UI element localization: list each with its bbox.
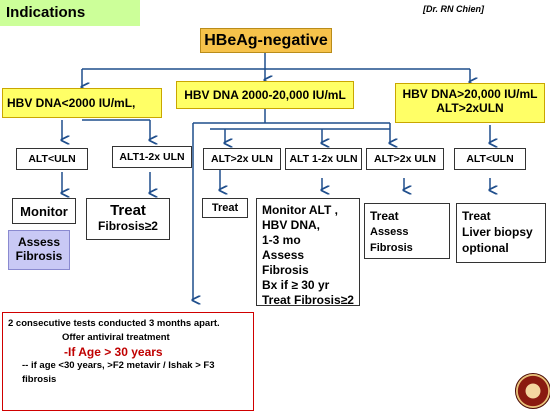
red-note-line4: -- if age <30 years, >F2 metavir / Ishak… — [22, 360, 215, 371]
credit-label: [Dr. RN Chien] — [423, 4, 485, 14]
treat-assess-line3: Fibrosis — [370, 242, 413, 254]
monitor-alt-line6: Treat Fibrosis≥2 — [262, 293, 354, 307]
alt-lt-uln-1: ALT<ULN — [16, 148, 88, 170]
monitor-alt-line5: Bx if ≥ 30 yr — [262, 278, 330, 292]
branch-hbv-2000-20000: HBV DNA 2000-20,000 IU/mL — [176, 81, 354, 109]
monitor-alt-line4: Assess Fibrosis — [262, 248, 309, 277]
treat-assess-line1: Treat — [370, 209, 399, 223]
red-note-line5: fibrosis — [22, 374, 57, 385]
alt-lt-uln-2: ALT<ULN — [454, 148, 526, 170]
assess-fibrosis-line2: Fibrosis — [15, 249, 63, 263]
assess-fibrosis-line1: Assess — [17, 235, 61, 249]
university-emblem-icon — [515, 373, 550, 409]
branch-hbv-lt-2000: HBV DNA<2000 IU/mL, — [2, 88, 162, 118]
outcome-treat-biopsy: Treat Liver biopsy optional — [456, 203, 546, 263]
alt-gt-2x-mid: ALT>2x ULN — [203, 148, 281, 170]
treat-biopsy-line2: Liver biopsy — [462, 225, 533, 239]
outcome-monitor: Monitor — [12, 198, 76, 224]
alt-1-2x-mid: ALT 1-2x ULN — [285, 148, 362, 170]
red-note-line3: -If Age > 30 years — [64, 345, 163, 359]
monitor-alt-line1: Monitor ALT , — [262, 203, 338, 217]
alt-1-2x-left: ALT1-2x ULN — [112, 146, 192, 168]
outcome-monitor-alt: Monitor ALT , HBV DNA, 1-3 mo Assess Fib… — [256, 198, 360, 307]
branch-hbv-gt-20000-line1: HBV DNA>20,000 IU/mL — [402, 87, 538, 101]
outcome-treat-assess: Treat Assess Fibrosis — [364, 203, 450, 259]
red-note: 2 consecutive tests conducted 3 months a… — [2, 312, 254, 411]
treat-fibrosis-line2: Fibrosis≥2 — [98, 219, 158, 233]
treat-biopsy-line3: optional — [462, 241, 509, 255]
outcome-treat-small: Treat — [202, 198, 248, 218]
alt-gt-2x-right: ALT>2x ULN — [366, 148, 444, 170]
red-note-line1: 2 consecutive tests conducted 3 months a… — [8, 318, 220, 329]
root-node: HBeAg-negative — [200, 28, 332, 53]
branch-hbv-gt-20000-line2: ALT>2xULN — [436, 101, 504, 115]
branch-hbv-gt-20000: HBV DNA>20,000 IU/mL ALT>2xULN — [395, 83, 545, 123]
monitor-alt-line2: HBV DNA, — [262, 218, 321, 232]
treat-fibrosis-line1: Treat — [110, 202, 146, 219]
treat-biopsy-line1: Treat — [462, 209, 491, 223]
outcome-treat-fibrosis: Treat Fibrosis≥2 — [86, 198, 170, 240]
red-note-line2: Offer antiviral treatment — [62, 332, 170, 343]
page-title: Indications — [0, 0, 140, 26]
outcome-assess-fibrosis: Assess Fibrosis — [8, 230, 70, 270]
monitor-alt-line3: 1-3 mo — [262, 233, 301, 247]
treat-assess-line2: Assess — [370, 226, 409, 238]
